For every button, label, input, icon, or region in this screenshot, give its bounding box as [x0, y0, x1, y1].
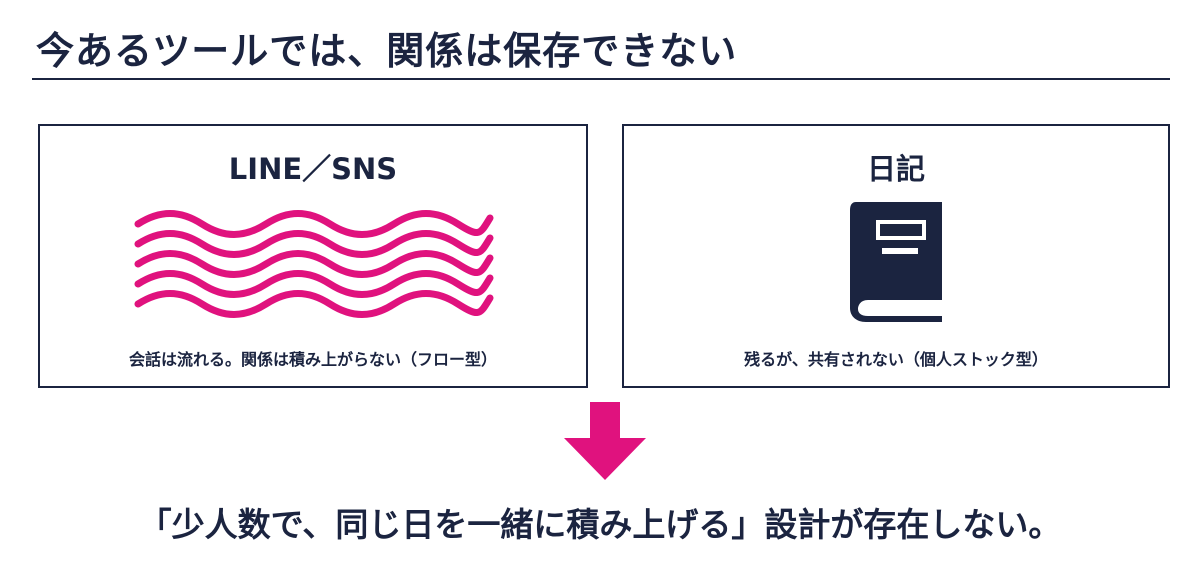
- conclusion-text: 「少人数で、同じ日を一緒に積み上げる」設計が存在しない。: [138, 505, 1062, 544]
- card-diary: 日記 残るが、共有されない（個人ストック型）: [622, 124, 1170, 388]
- waves-icon: [134, 210, 494, 318]
- card-line-sns-caption: 会話は流れる。関係は積み上がらない（フロー型）: [128, 350, 497, 369]
- arrow-down-icon: [564, 402, 646, 480]
- title-divider: [32, 78, 1170, 80]
- card-diary-caption: 残るが、共有されない（個人ストック型）: [744, 350, 1048, 369]
- card-line-sns-title: LINE／SNS: [228, 152, 398, 186]
- card-line-sns: LINE／SNS 会話は流れる。関係は積み上がらない（フロー型）: [38, 124, 588, 388]
- card-diary-title: 日記: [866, 152, 925, 186]
- page-title: 今あるツールでは、関係は保存できない: [36, 29, 738, 73]
- book-icon: [850, 202, 942, 322]
